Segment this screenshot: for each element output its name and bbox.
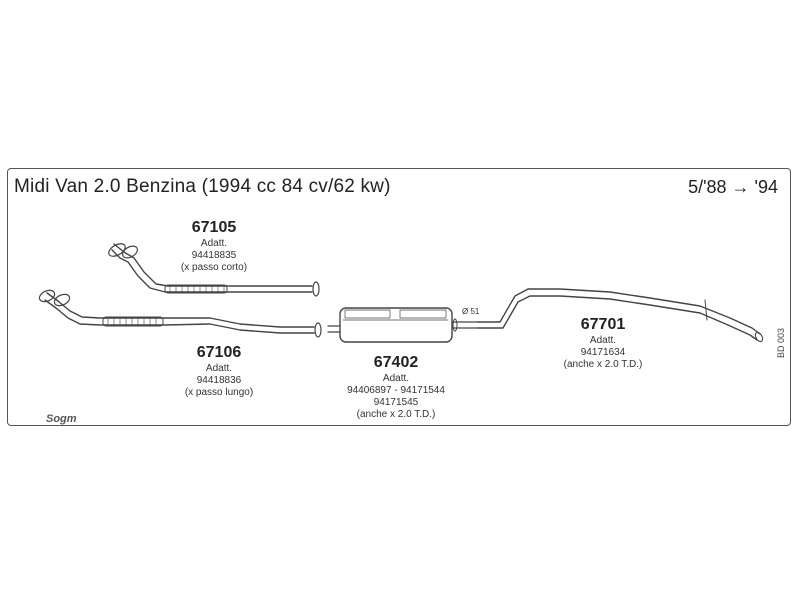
diagram-frame (7, 168, 791, 426)
part-67105-line-3: (x passo corto) (180, 262, 248, 273)
part-67701-line-1: Adatt. (589, 335, 617, 346)
silencer-67402 (327, 307, 479, 343)
part-number-67701: 67701 (580, 316, 626, 333)
production-period: 5/'88 → '94 (688, 177, 778, 197)
part-number-67106: 67106 (196, 344, 242, 361)
drawing-code: BD 003 (776, 327, 786, 358)
part-67106-line-1: Adatt. (205, 363, 233, 374)
part-67402-line-4: (anche x 2.0 T.D.) (356, 409, 436, 420)
part-number-67105: 67105 (191, 219, 237, 236)
part-67402-line-3: 94171545 (373, 397, 419, 408)
part-67701-line-2: 94171634 (580, 347, 626, 358)
pipe-67105 (108, 243, 320, 297)
part-67105-line-1: Adatt. (200, 238, 228, 249)
part-67402-line-2: 94406897 - 94171544 (347, 385, 445, 396)
part-number-67402: 67402 (373, 354, 419, 371)
pipe-67106 (38, 289, 322, 338)
diameter-label: Ø 51 (462, 307, 480, 316)
vehicle-title: Midi Van 2.0 Benzina (1994 cc 84 cv/62 k… (14, 176, 391, 197)
part-67106-line-2: 94418836 (196, 375, 242, 386)
pipe-67701 (477, 288, 764, 343)
part-67105-line-2: 94418835 (191, 250, 237, 261)
part-67106-line-3: (x passo lungo) (184, 387, 254, 398)
brand-logo: Sogm (46, 413, 77, 425)
part-67402-line-1: Adatt. (382, 373, 410, 384)
part-67701-line-3: (anche x 2.0 T.D.) (563, 359, 643, 370)
